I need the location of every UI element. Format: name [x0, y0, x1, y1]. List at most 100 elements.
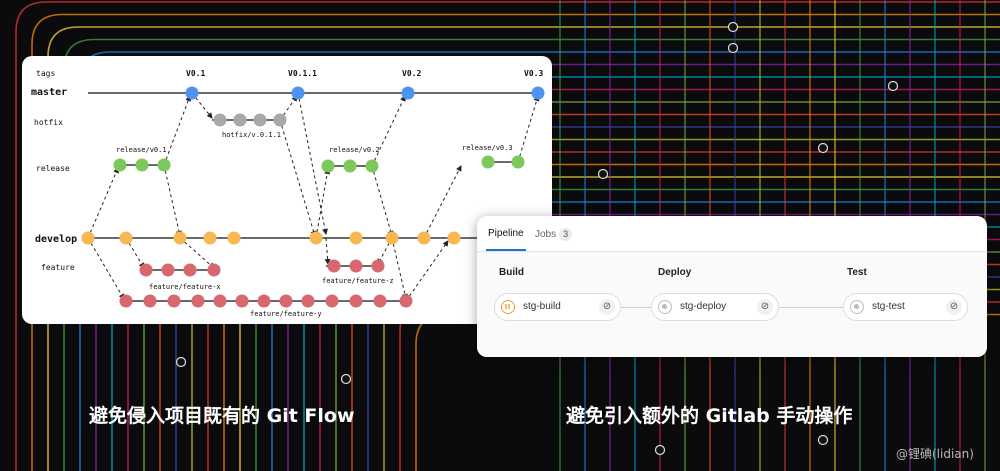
feature-commit — [207, 263, 221, 277]
background-line — [15, 1, 1000, 471]
feature-commit — [183, 263, 197, 277]
tab-pipeline[interactable]: Pipeline — [486, 228, 526, 251]
git-flow-diagram: tags master hotfix release develop featu… — [22, 56, 552, 324]
develop-commit — [227, 231, 241, 245]
cancel-icon[interactable]: ⊘ — [946, 299, 962, 315]
branch-hotfix-v011: hotfix/v.0.1.1 — [222, 131, 281, 139]
feature-commit — [349, 259, 363, 273]
merge-arrow — [324, 237, 331, 265]
merge-arrow — [191, 92, 213, 119]
feature-commit — [371, 259, 385, 273]
job-stg-build[interactable]: stg-build ⊘ — [494, 293, 621, 321]
merge-arrow — [179, 237, 215, 269]
branch-release-v02: release/v0.2 — [329, 146, 380, 154]
feature-commit — [279, 294, 293, 308]
tab-jobs-label: Jobs — [535, 229, 557, 240]
feature-commit — [119, 294, 133, 308]
release-commit — [511, 155, 525, 169]
release-commit — [113, 158, 127, 172]
feature-commit — [373, 294, 387, 308]
develop-commit — [349, 231, 363, 245]
feature-commit — [301, 294, 315, 308]
git-flow-graph: tags master hotfix release develop featu… — [31, 69, 545, 318]
develop-commit — [417, 231, 431, 245]
develop-commit — [385, 231, 399, 245]
release-commit — [135, 158, 149, 172]
job-name: stg-deploy — [680, 301, 727, 312]
stage-title-deploy: Deploy — [658, 267, 692, 278]
job-name: stg-build — [523, 301, 561, 312]
merge-arrow — [423, 165, 462, 239]
feature-commit — [139, 263, 153, 277]
label-tags: tags — [36, 69, 55, 78]
merge-arrow — [87, 237, 125, 300]
created-status-icon — [658, 300, 672, 314]
background-dot — [597, 168, 609, 180]
stage-title-build: Build — [499, 267, 524, 278]
master-commit — [531, 86, 545, 100]
caption-right: 避免引入额外的 Gitlab 手动操作 — [566, 405, 853, 427]
merge-arrow — [315, 168, 331, 239]
release-commit — [481, 155, 495, 169]
merge-arrow — [279, 119, 317, 237]
develop-commit — [309, 231, 323, 245]
hotfix-commit — [213, 113, 227, 127]
background-dot — [887, 80, 899, 92]
master-commit — [401, 86, 415, 100]
job-stg-deploy[interactable]: stg-deploy ⊘ — [651, 293, 779, 321]
pipeline-graph: Build Deploy Test stg-build ⊘ stg-deploy… — [477, 252, 987, 357]
running-status-icon — [501, 300, 515, 314]
cancel-icon[interactable]: ⊘ — [757, 299, 773, 315]
merge-arrow — [163, 164, 182, 237]
merge-arrow — [405, 240, 449, 302]
merge-arrow — [279, 95, 298, 121]
merge-arrow — [391, 237, 408, 300]
branch-feature-x: feature/feature-x — [149, 283, 221, 291]
feature-commit — [167, 294, 181, 308]
feature-commit — [349, 294, 363, 308]
hotfix-commit — [273, 113, 287, 127]
background-dot — [817, 434, 829, 446]
develop-commit — [81, 231, 95, 245]
background-dot — [727, 42, 739, 54]
background-dot — [340, 373, 352, 385]
job-stg-test[interactable]: stg-test ⊘ — [843, 293, 968, 321]
background-dot — [727, 21, 739, 33]
branch-feature-z: feature/feature-z — [322, 277, 394, 285]
label-release: release — [36, 164, 70, 173]
branch-release-v01: release/v0.1 — [116, 146, 167, 154]
branch-release-v03: release/v0.3 — [462, 144, 513, 152]
feature-commit — [161, 263, 175, 277]
feature-commit — [257, 294, 271, 308]
develop-commit — [203, 231, 217, 245]
feature-commit — [327, 259, 341, 273]
release-commit — [321, 159, 335, 173]
hotfix-commit — [253, 113, 267, 127]
background-dot — [654, 444, 666, 456]
feature-commit — [399, 294, 413, 308]
cancel-icon[interactable]: ⊘ — [599, 299, 615, 315]
tag-v0-3: V0.3 — [524, 69, 543, 78]
feature-commit — [325, 294, 339, 308]
branch-feature-y: feature/feature-y — [250, 310, 322, 318]
feature-commit — [235, 294, 249, 308]
label-hotfix: hotfix — [34, 118, 63, 127]
develop-commit — [119, 231, 133, 245]
stage-connector-1 — [621, 307, 651, 308]
watermark: @锂碘(lidian) — [896, 447, 974, 461]
merge-arrow — [377, 237, 393, 265]
release-commit — [157, 158, 171, 172]
stage-connector-2 — [779, 307, 843, 308]
master-commit — [185, 86, 199, 100]
release-commit — [365, 159, 379, 173]
caption-left: 避免侵入项目既有的 Git Flow — [89, 405, 355, 427]
background-dot — [817, 142, 829, 154]
merge-arrow — [517, 95, 540, 163]
feature-commit — [191, 294, 205, 308]
jobs-count-badge: 3 — [559, 228, 573, 241]
release-commit — [343, 159, 357, 173]
job-name: stg-test — [872, 301, 905, 312]
